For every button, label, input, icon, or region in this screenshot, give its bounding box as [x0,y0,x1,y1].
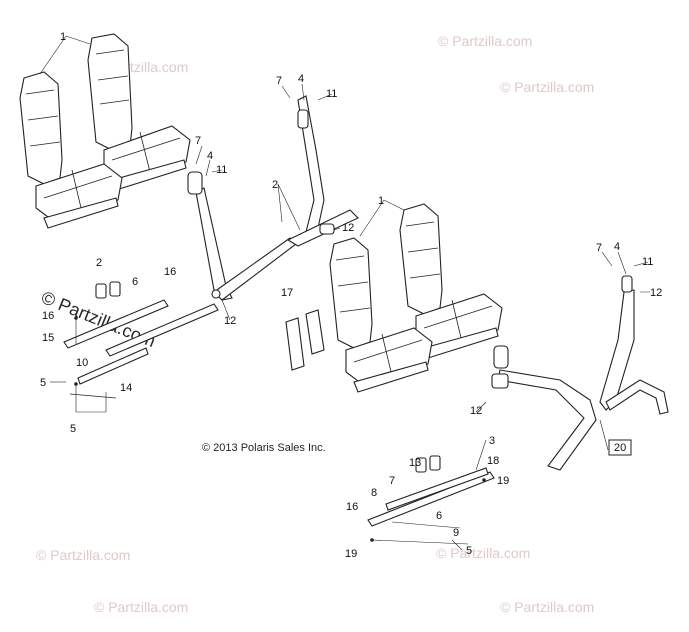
shoulder-pads [285,309,325,371]
callout-20: 20 [614,442,626,454]
watermark-bottom-right: © Partzilla.com [436,545,530,561]
callout-4: 4 [298,73,304,85]
callout-9: 9 [453,527,459,539]
callout-15: 15 [42,332,54,344]
callout-14: 14 [120,382,132,394]
callout-12: 12 [342,222,354,234]
callout-1: 1 [60,31,66,43]
callout-16: 16 [42,310,54,322]
callout-5: 5 [70,423,76,435]
callout-16: 16 [164,266,176,278]
seat-pair-left [19,33,191,229]
callout-6: 6 [132,276,138,288]
callout-16: 16 [346,501,358,513]
watermark-top-right: © Partzilla.com [438,33,532,49]
callout-12: 12 [650,287,662,299]
seat-belt-right [491,275,669,471]
callout-7: 7 [389,475,395,487]
callout-18: 18 [487,455,499,467]
watermark-bottom-left-2: © Partzilla.com [94,599,188,615]
callouts: 1 1 2 2 3 4 4 4 5 5 5 6 6 7 7 7 7 8 9 10… [40,31,662,560]
callout-5: 5 [466,545,472,557]
callout-12: 12 [224,315,236,327]
callout-12: 12 [470,405,482,417]
watermark-right: © Partzilla.com [500,79,594,95]
callout-5: 5 [40,377,46,389]
callout-8: 8 [371,487,377,499]
callout-7: 7 [195,135,201,147]
callout-13: 13 [409,457,421,469]
watermark-bottom-right-2: © Partzilla.com [500,599,594,615]
rail-assembly-left [63,281,219,413]
callout-19: 19 [345,548,357,560]
leader-lines [39,35,650,551]
callout-4: 4 [614,241,620,253]
callout-19: 19 [497,475,509,487]
copyright-text: © 2013 Polaris Sales Inc. [202,442,326,454]
callout-3: 3 [489,435,495,447]
seat-pair-right [329,203,503,393]
callout-4: 4 [207,150,213,162]
callout-20-box [608,439,632,456]
callout-1: 1 [378,195,384,207]
callout-7: 7 [596,242,602,254]
callout-10: 10 [76,357,88,369]
rail-assembly-right [367,455,495,545]
seat-belt-left [187,95,359,301]
callout-6: 6 [436,510,442,522]
callout-17: 17 [281,287,293,299]
watermark-bottom-left: © Partzilla.com [36,547,130,563]
callout-2: 2 [96,257,102,269]
callout-2: 2 [272,179,278,191]
callout-7: 7 [276,75,282,87]
